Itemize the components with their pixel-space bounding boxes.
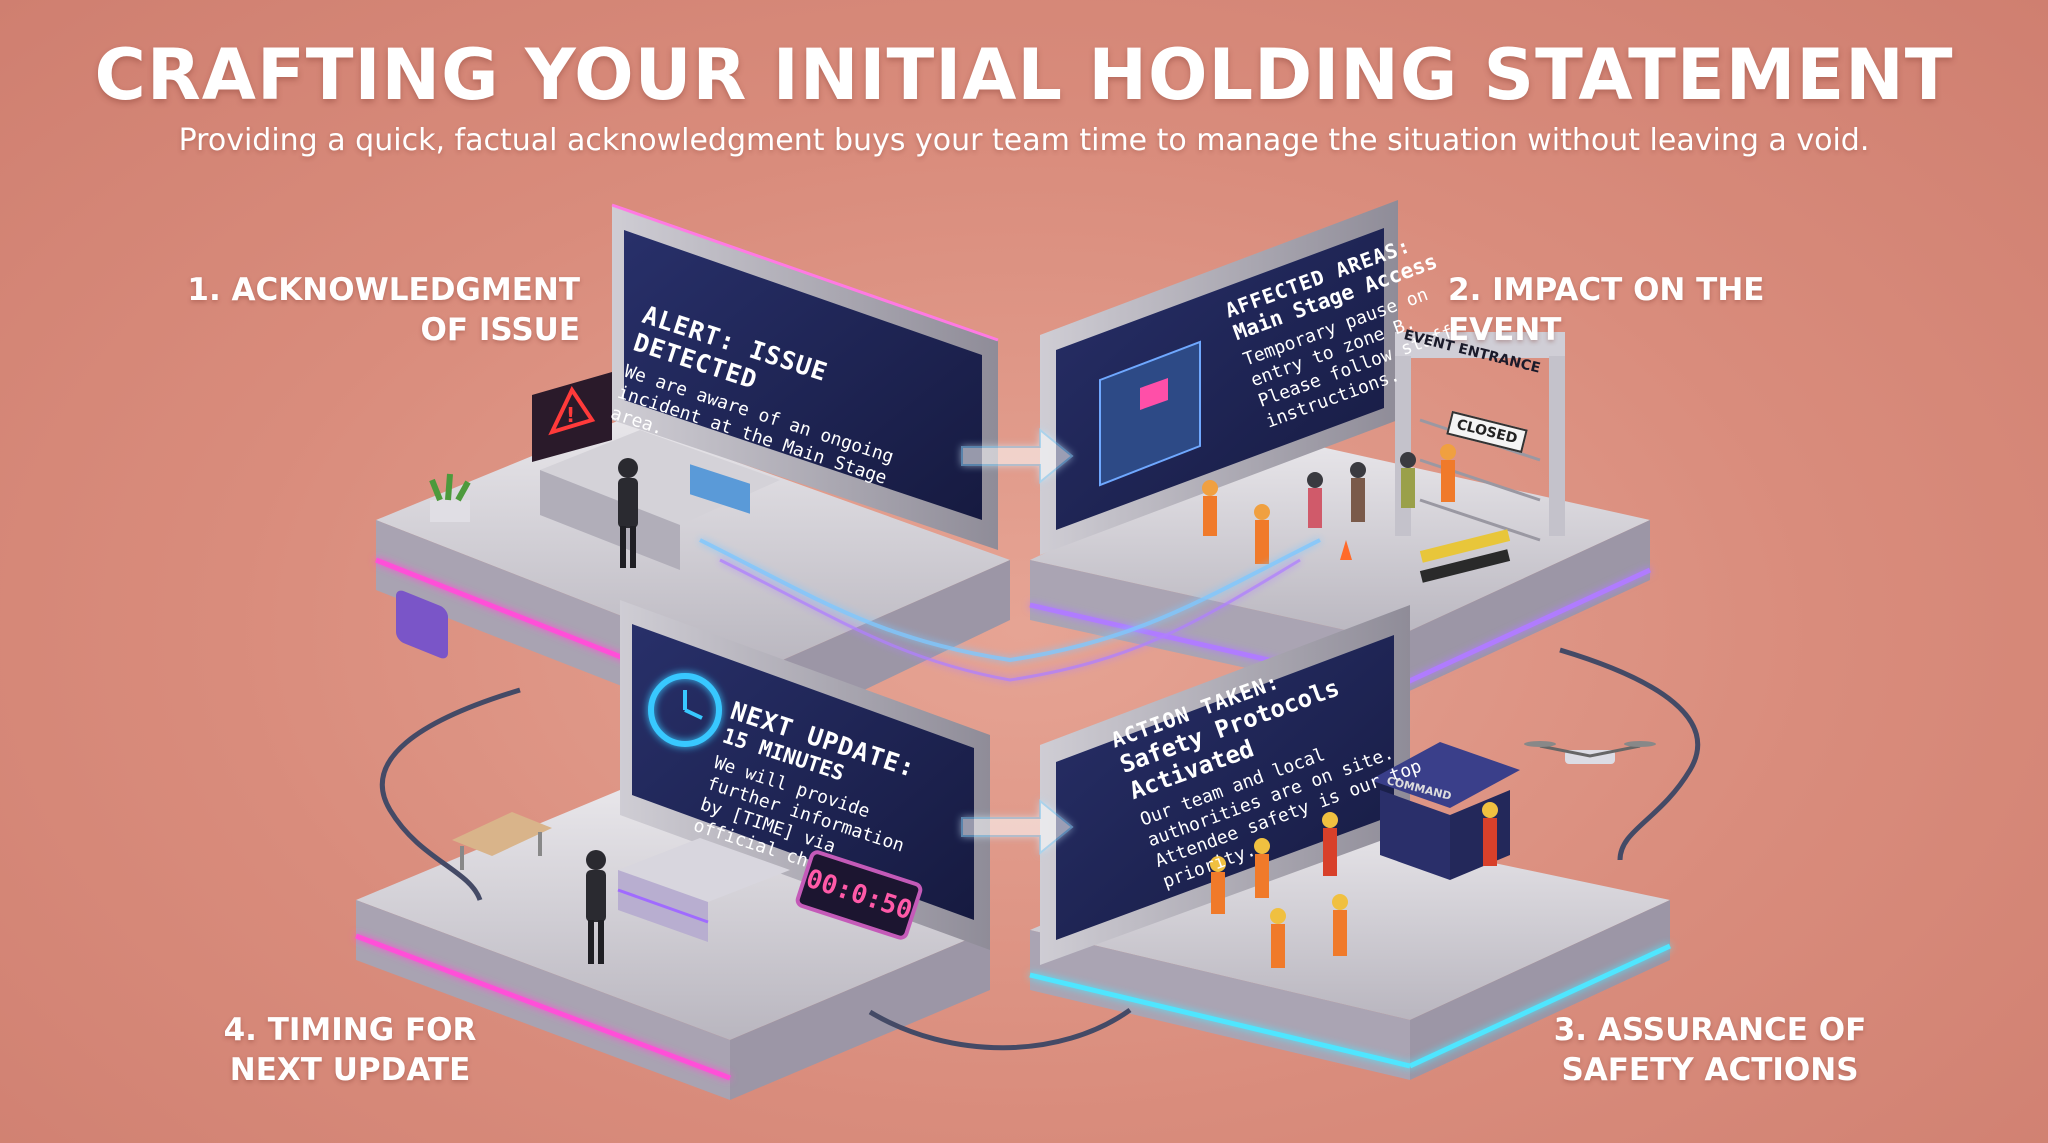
step-label-line: 1. ACKNOWLEDGMENT xyxy=(187,272,580,308)
plant-icon xyxy=(429,473,471,522)
step-label-line: NEXT UPDATE xyxy=(229,1052,471,1088)
cable-connectors xyxy=(379,647,1701,1051)
step-label-line: SAFETY ACTIONS xyxy=(1561,1052,1859,1088)
screen-3-monitor xyxy=(1037,605,1410,965)
step-label-impact: 2. IMPACT ON THE EVENT xyxy=(1448,270,1868,350)
arrow-step1-to-step2 xyxy=(961,427,1074,485)
responder-figures xyxy=(1210,802,1498,968)
step-label-timing: 4. TIMING FOR NEXT UPDATE xyxy=(180,1010,520,1090)
alert-monitor: ! xyxy=(532,372,612,462)
page-subtitle: Providing a quick, factual acknowledgmen… xyxy=(178,123,1870,158)
bench-icon xyxy=(452,812,552,870)
spokesperson-figure xyxy=(586,850,606,964)
step-label-line: 3. ASSURANCE OF xyxy=(1553,1012,1867,1048)
arrow-step4-to-step3 xyxy=(961,798,1074,856)
step-label-line: 4. TIMING FOR xyxy=(223,1012,477,1048)
clock-icon xyxy=(648,673,722,747)
drone-icon xyxy=(1524,741,1656,764)
press-desk xyxy=(617,838,790,942)
page-title: CRAFTING YOUR INITIAL HOLDING STATEMENT xyxy=(94,34,1954,116)
step-label-line: 2. IMPACT ON THE EVENT xyxy=(1448,272,1765,348)
step-label-safety: 3. ASSURANCE OF SAFETY ACTIONS xyxy=(1500,1010,1920,1090)
step-label-line: OF ISSUE xyxy=(420,312,580,348)
operator-figure xyxy=(618,458,638,568)
control-desk xyxy=(540,430,780,570)
step-label-acknowledgment: 1. ACKNOWLEDGMENT OF ISSUE xyxy=(150,270,580,350)
crowd-figures xyxy=(1202,444,1456,564)
light-pathways xyxy=(699,538,1321,740)
svg-text:!: ! xyxy=(566,403,575,427)
barrier-icon xyxy=(1419,529,1511,583)
screen-1-monitor xyxy=(611,203,1001,550)
